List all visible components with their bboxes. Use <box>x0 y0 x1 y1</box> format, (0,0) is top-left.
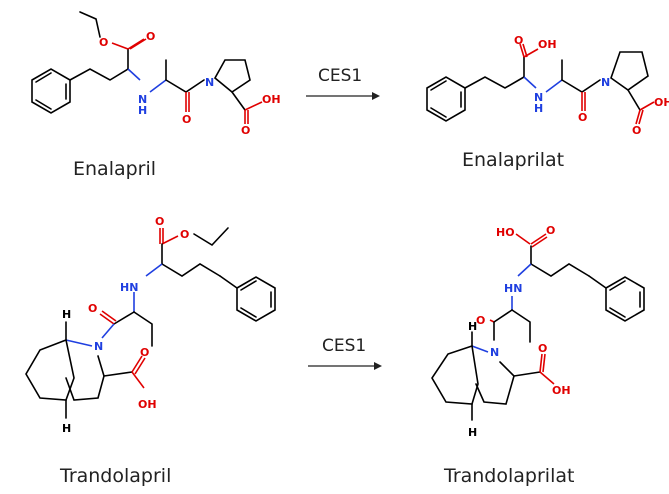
acid-oh-label: OH <box>538 38 557 51</box>
tt-acid2-o-label: O <box>538 342 547 355</box>
enalapril-name: Enalapril <box>73 158 156 180</box>
enalaprilat-structure: O OH N H O N O OH <box>426 34 669 137</box>
t-ring-n-label: N <box>94 340 103 353</box>
t-hn-label: HN <box>120 281 138 294</box>
ester-o2-label: O <box>99 36 108 49</box>
ester-o-label: O <box>146 30 155 43</box>
t-acid-oh-label: OH <box>138 398 157 411</box>
nh2-label: N <box>534 91 543 104</box>
tt-h-bot-label: H <box>468 426 477 439</box>
pro2-acid-o-label: O <box>632 124 641 137</box>
t-ester-o-label: O <box>155 215 164 228</box>
pro-acid-oh-label: OH <box>262 93 281 106</box>
pro2-acid-oh-label: OH <box>654 96 669 109</box>
t-h-top-label: H <box>62 308 71 321</box>
tt-ho-label: HO <box>496 226 515 239</box>
trandolaprilat-name: Trandolaprilat <box>443 465 574 487</box>
reaction-arrow-1 <box>306 92 380 100</box>
tt-acid2-oh-label: OH <box>552 384 571 397</box>
nh2-h-label: H <box>534 102 543 115</box>
tt-amide-o-label: O <box>476 314 485 327</box>
t-acid-o-label: O <box>140 346 149 359</box>
trandolaprilat-structure: HO O HN O N H H O OH <box>431 224 645 439</box>
tt-hn-label: HN <box>504 282 522 295</box>
acid-o-label: O <box>514 34 523 47</box>
enalaprilat-name: Enalaprilat <box>462 149 564 171</box>
trandolapril-structure: O O HN O N H H O O <box>25 215 276 435</box>
pro-acid-o-label: O <box>241 124 250 137</box>
reaction-arrow-2 <box>308 362 382 370</box>
t-h-bot-label: H <box>62 422 71 435</box>
tt-h-top-label: H <box>468 320 477 333</box>
enalapril-structure: O O N H O N O OH <box>31 11 281 137</box>
t-ester-o2-label: O <box>180 228 189 241</box>
trandolapril-name: Trandolapril <box>59 465 171 487</box>
tt-acid-o-label: O <box>546 224 555 237</box>
amide2-o-label: O <box>578 111 587 124</box>
proline2-n-label: N <box>601 76 610 89</box>
enzyme-label-2: CES1 <box>322 336 366 356</box>
nh-label: N <box>138 93 147 106</box>
t-amide-o-label: O <box>88 302 97 315</box>
proline-n-label: N <box>205 76 214 89</box>
tt-ring-n-label: N <box>490 346 499 359</box>
amide-o-label: O <box>182 113 191 126</box>
nh-h-label: H <box>138 104 147 117</box>
enzyme-label-1: CES1 <box>318 66 362 86</box>
benzene-ring <box>31 68 71 114</box>
